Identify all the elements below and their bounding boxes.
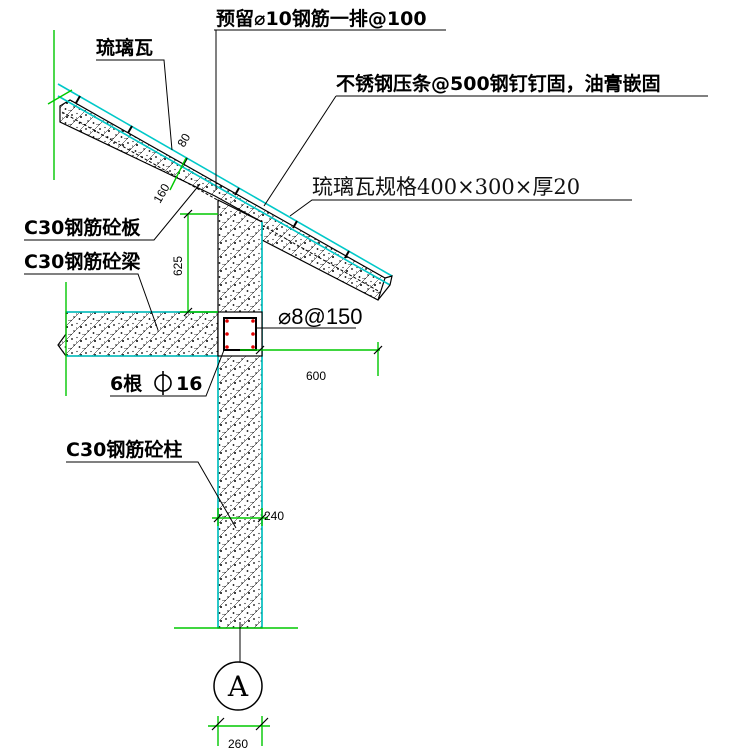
dimension-lines: 625 600 240 260 80 160 (150, 131, 383, 751)
dim-260-tick-l (211, 717, 225, 731)
rebar-dots (225, 319, 255, 349)
label-c30-beam: C30钢筋砼梁 (24, 250, 141, 273)
leader-glazed-tile (96, 59, 173, 151)
leader-lines (24, 29, 708, 529)
label-main-rebar-count: 6根 (110, 372, 142, 395)
leader-main-rebar (110, 349, 225, 397)
column (174, 199, 298, 662)
leader-c30-slab (24, 183, 201, 241)
leader-c30-beam (24, 273, 159, 331)
beam-body (57, 311, 219, 357)
leader-stainless-strip-diag (263, 95, 337, 207)
dim-600-tick-r (373, 345, 383, 355)
eave-end (377, 275, 393, 301)
leader-tile-spec (289, 199, 632, 217)
column-body (217, 199, 263, 629)
label-main-rebar-size: 16 (176, 373, 202, 395)
dim-625-tick-top (183, 209, 193, 219)
dim-slab-thk-line (169, 157, 187, 191)
axis-bubble-text: A (227, 670, 249, 703)
tile-layer-top (57, 83, 393, 277)
dim-260-tick-r (255, 717, 269, 731)
leader-c30-column (66, 461, 237, 529)
label-glazed-tile: 琉璃瓦 (96, 36, 153, 59)
leader-reserved-rebar (214, 29, 217, 190)
dim-160-text: 160 (150, 181, 172, 206)
rebar-grade-icon (154, 371, 172, 395)
ridge-tick-b (47, 89, 73, 105)
dim-260-text: 260 (228, 737, 248, 751)
dim-240-text: 240 (264, 509, 284, 523)
label-stirrup: ⌀8@150 (278, 304, 363, 329)
dim-625-text: 625 (171, 256, 185, 276)
label-reserved-rebar: 预留⌀10钢筋一排@100 (216, 7, 427, 30)
label-stainless-strip: 不锈钢压条@500钢钉钉固，油膏嵌固 (336, 72, 661, 95)
roof-slab (47, 30, 393, 301)
beam (57, 282, 219, 396)
dim-600-text: 600 (306, 369, 326, 383)
label-c30-column: C30钢筋砼柱 (66, 438, 182, 461)
label-c30-slab: C30钢筋砼板 (24, 216, 141, 239)
dim-80-text: 80 (174, 131, 193, 150)
dim-240-tick-l (213, 513, 223, 523)
tile-layer-inner (57, 95, 391, 286)
label-tile-spec: 琉璃瓦规格400×300×厚20 (312, 175, 580, 199)
dim-240-tick-r (257, 513, 267, 523)
dim-600-tick-l (255, 345, 265, 355)
axis-bubble: A (213, 661, 263, 711)
dim-625-tick-bot (183, 307, 193, 317)
